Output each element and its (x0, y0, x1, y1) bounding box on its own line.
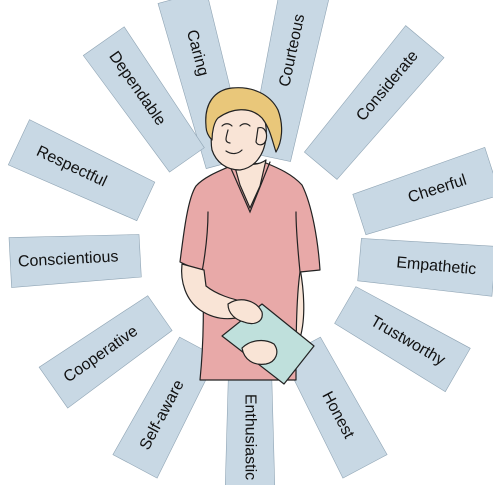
ray-band (82, 26, 205, 173)
ray-band (38, 295, 173, 409)
left-hand (227, 299, 263, 325)
eye-left (221, 123, 233, 127)
rays-group: Caring Courteous Considerate Cheerful Em… (7, 0, 493, 485)
ear (255, 127, 268, 146)
ray-cheerful: Cheerful (352, 147, 493, 236)
nose (225, 129, 231, 144)
ray-label-empathetic: Empathetic (396, 254, 477, 278)
ray-band (8, 234, 142, 288)
ray-label-conscientious: Conscientious (18, 248, 119, 270)
sleeve-seam-left (201, 211, 209, 273)
ray-considerate: Considerate (303, 25, 445, 180)
eye-right (239, 123, 251, 127)
ray-enthusiastic: Enthusiastic (224, 359, 276, 485)
ray-empathetic: Empathetic (357, 238, 493, 297)
ray-band (334, 286, 471, 393)
ray-conscientious: Conscientious (8, 234, 142, 288)
ray-band (303, 25, 445, 180)
ray-band (352, 147, 493, 236)
sleeve-seam-right (295, 211, 301, 273)
hair (205, 87, 283, 153)
ray-band (357, 238, 493, 297)
mouth (225, 149, 243, 155)
ray-trustworthy: Trustworthy (334, 286, 471, 393)
collar (228, 161, 271, 214)
ray-label-enthusiastic: Enthusiastic (242, 394, 259, 480)
ray-band (7, 119, 156, 222)
ray-respectful: Respectful (7, 119, 156, 222)
nurse-figure (179, 87, 321, 385)
right-hand (241, 339, 278, 365)
